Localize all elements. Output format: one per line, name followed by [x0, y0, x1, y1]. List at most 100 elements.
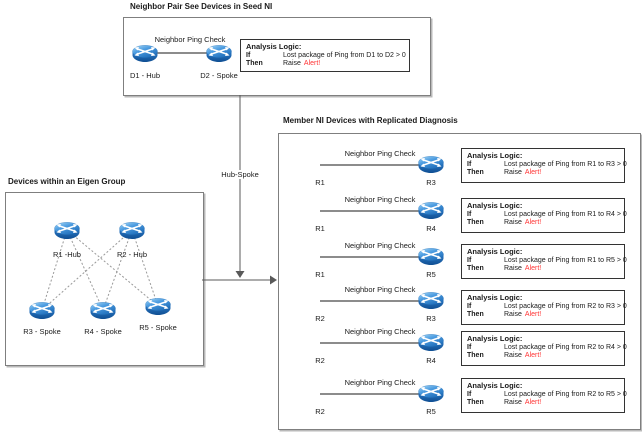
eigen-group-box: [5, 192, 204, 366]
device-label: R5: [426, 270, 436, 279]
link-line: [320, 256, 431, 258]
analysis-logic-box: Analysis Logic: If Lost package of Ping f…: [461, 331, 627, 366]
analysis-heading: Analysis Logic:: [467, 151, 523, 160]
link-line: [320, 393, 431, 395]
device-label: R4: [426, 356, 436, 365]
if-condition: Lost package of Ping from D1 to D2 > 0: [283, 51, 406, 59]
then-keyword: Then: [467, 169, 484, 177]
if-keyword: If: [246, 51, 251, 59]
router-icon: [416, 199, 446, 221]
analysis-logic-box-seed: Analysis Logic: If Lost package of Ping f…: [240, 39, 410, 72]
ping-check-label: Neighbor Ping Check: [344, 241, 416, 250]
device-label: R3: [426, 178, 436, 187]
alert-text: Alert!: [524, 219, 542, 227]
device-label: R2: [315, 356, 325, 365]
raise-text: Raise: [504, 352, 522, 360]
alert-text: Alert!: [524, 169, 542, 177]
d1-d2-link-line: [145, 52, 219, 54]
link-line: [320, 342, 431, 344]
analysis-heading: Analysis Logic:: [246, 42, 302, 51]
hub-spoke-connector-label: Hub-Spoke: [214, 170, 266, 179]
diagnosis-row: Neighbor Ping Check R2 R4 Analysis Logic…: [278, 319, 639, 366]
device-label: R5: [426, 407, 436, 416]
ping-check-label: Neighbor Ping Check: [344, 378, 416, 387]
router-icon-r3: [27, 299, 57, 321]
if-keyword: If: [467, 343, 472, 351]
ping-check-label: Neighbor Ping Check: [344, 285, 416, 294]
link-line: [320, 164, 431, 166]
if-row: If Lost package of Ping from R2 to R4 > 0: [467, 343, 627, 353]
alert-text: Alert!: [303, 60, 321, 68]
then-keyword: Then: [246, 60, 263, 68]
alert-text: Alert!: [524, 352, 542, 360]
device-label-r4: R4 - Spoke: [84, 327, 122, 336]
router-icon: [416, 382, 446, 404]
raise-text: Raise: [283, 60, 301, 68]
raise-text: Raise: [504, 399, 522, 407]
analysis-heading: Analysis Logic:: [467, 381, 523, 390]
analysis-heading: Analysis Logic:: [467, 201, 523, 210]
diagnosis-row: Neighbor Ping Check R1 R3 Analysis Logic…: [278, 141, 639, 187]
link-line: [320, 300, 431, 302]
eigen-group-title: Devices within an Eigen Group: [8, 177, 126, 186]
if-keyword: If: [467, 210, 472, 218]
device-label-d2: D2 - Spoke: [200, 71, 238, 80]
if-condition: Lost package of Ping from R2 to R3 > 0: [504, 302, 627, 310]
if-condition: Lost package of Ping from R2 to R5 > 0: [504, 390, 627, 398]
router-icon-r2: [117, 219, 147, 241]
device-label-r1: R1 -Hub: [53, 250, 81, 259]
if-condition: Lost package of Ping from R2 to R4 > 0: [504, 343, 627, 351]
if-row: If Lost package of Ping from R2 to R3 > 0: [467, 302, 627, 312]
router-icon-r5: [143, 295, 173, 317]
device-label-r3: R3 - Spoke: [23, 327, 61, 336]
router-icon-r4: [88, 299, 118, 321]
analysis-heading: Analysis Logic:: [467, 293, 523, 302]
analysis-logic-box: Analysis Logic: If Lost package of Ping f…: [461, 290, 627, 325]
analysis-heading: Analysis Logic:: [467, 334, 523, 343]
router-icon-r1: [52, 219, 82, 241]
then-keyword: Then: [467, 352, 484, 360]
member-ni-title: Member NI Devices with Replicated Diagno…: [283, 116, 458, 125]
router-icon: [416, 245, 446, 267]
then-keyword: Then: [467, 399, 484, 407]
if-keyword: If: [467, 256, 472, 264]
link-line: [320, 210, 431, 212]
ping-check-label: Neighbor Ping Check: [344, 195, 416, 204]
diagnosis-row: Neighbor Ping Check R1 R5 Analysis Logic…: [278, 233, 639, 279]
ping-check-label: Neighbor Ping Check: [344, 149, 416, 158]
device-label: R2: [315, 407, 325, 416]
ping-check-label: Neighbor Ping Check: [154, 35, 226, 44]
if-condition: Lost package of Ping from R1 to R5 > 0: [504, 256, 627, 264]
if-keyword: If: [467, 302, 472, 310]
device-label: R1: [315, 270, 325, 279]
device-label: R1: [315, 224, 325, 233]
router-icon: [416, 289, 446, 311]
router-icon-d2: [204, 42, 234, 64]
then-keyword: Then: [467, 219, 484, 227]
seed-ni-title: Neighbor Pair See Devices in Seed NI: [130, 2, 273, 11]
alert-text: Alert!: [524, 311, 542, 319]
device-label: R1: [315, 178, 325, 187]
if-condition: Lost package of Ping from R1 to R3 > 0: [504, 160, 627, 168]
diagnosis-row: Neighbor Ping Check R1 R4 Analysis Logic…: [278, 187, 639, 233]
raise-text: Raise: [504, 265, 522, 273]
ping-check-label: Neighbor Ping Check: [344, 327, 416, 336]
